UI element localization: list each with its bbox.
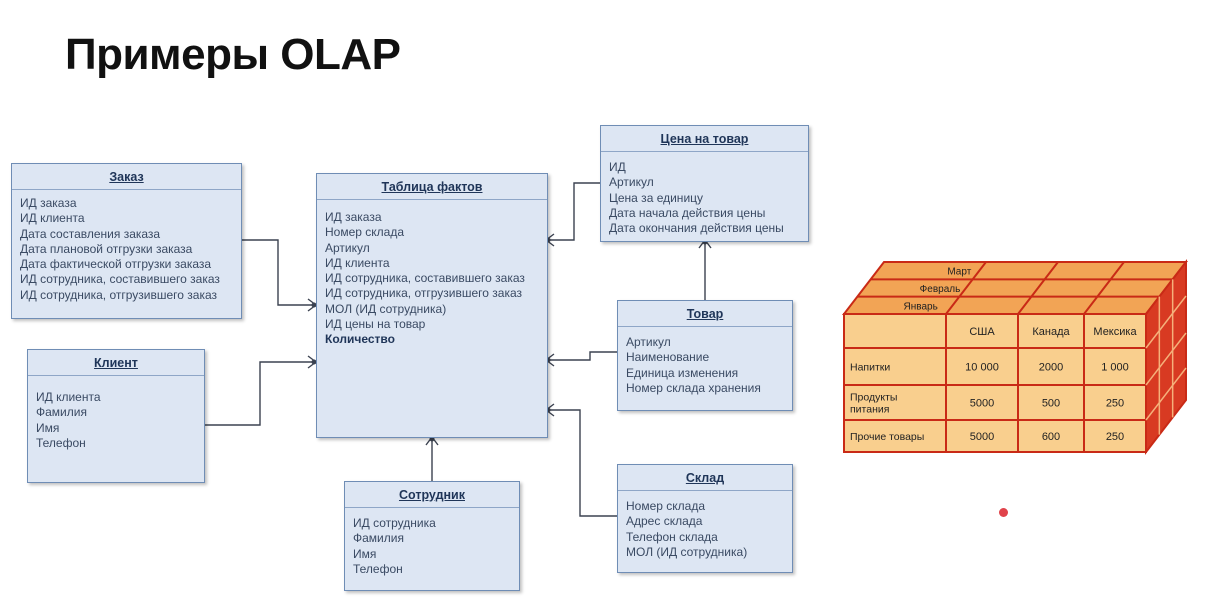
link-warehouse-facts [546,409,617,517]
cube-side-row-line [1145,295,1187,349]
entity-order-field: ИД заказа [20,196,77,210]
entity-employee-field: Имя [353,546,377,561]
entity-facts-field: ИД клиента [325,255,390,270]
cube-row-label: Продукты [850,392,897,404]
entity-client-field: Фамилия [36,405,87,420]
link-product-facts [546,351,617,361]
cube-side-row-line [1145,332,1187,386]
link-order-facts [241,239,316,306]
cube-cell-value: 1 000 [1101,362,1129,374]
entity-warehouse-field: МОЛ (ИД сотрудника) [626,544,748,559]
cube-cell-value: 5000 [970,431,994,443]
entity-client-field: Имя [36,420,60,435]
entity-order-field: Дата составления заказа [20,226,161,241]
entity-price-header: Цена на товар [601,126,808,152]
cube-row-label: Напитки [850,362,890,374]
entity-employee-field: Телефон [353,561,403,576]
entity-facts-field: ИД цены на товар [325,317,426,332]
cube-front-face [843,313,1147,453]
entity-warehouse[interactable]: Склад Номер склада Адрес склада Телефон … [617,464,793,573]
entity-product-header: Товар [618,301,792,327]
cube-top-column-line [945,261,987,315]
entity-warehouse-field: Адрес склада [626,514,703,529]
entity-order-field: Дата фактической отгрузки заказа [20,257,212,272]
entity-order-field: Дата плановой отгрузки заказа [20,241,193,256]
entity-order-field: ИД сотрудника, составившего заказ [20,272,220,287]
cube-cell-value: 5000 [970,398,994,410]
entity-client[interactable]: Клиент ИД клиента Фамилия Имя Телефон [27,349,205,483]
entity-price[interactable]: Цена на товар ИД Артикул Цена за единицу… [600,125,809,242]
entity-client-header: Клиент [28,350,204,376]
cube-column-header: США [969,326,995,338]
entity-facts-header: Таблица фактов [317,174,547,200]
cube-side-row-line [1145,367,1187,421]
cube-row-label: питания [850,404,889,416]
entity-product-field: Единица изменения [626,365,739,380]
entity-client-field: Телефон [36,435,86,450]
entity-facts[interactable]: Таблица фактов ИД заказа Номер склада Ар… [316,173,548,438]
cube-cell-value: 600 [1042,431,1060,443]
entity-facts-measure: Количество [325,332,395,347]
entity-price-field: Дата окончания действия цены [609,221,784,236]
cube-cell-value: 250 [1106,398,1124,410]
cube-top-face [841,261,1189,315]
link-client-facts [204,361,316,426]
cube-cell-value: 10 000 [965,362,999,374]
link-price-facts [546,182,600,241]
cube-top-column-line [1017,261,1059,315]
entity-warehouse-header: Склад [618,465,792,491]
entity-employee-field: ИД сотрудника [353,516,436,530]
entity-product-field: Наименование [626,350,710,365]
entity-client-field: ИД клиента [36,390,101,404]
cube-cell-value: 2000 [1039,362,1063,374]
entity-order-field: ИД клиента [20,211,85,226]
entity-product[interactable]: Товар Артикул Наименование Единица измен… [617,300,793,411]
cube-month-label: Январь [904,301,938,312]
entity-employee[interactable]: Сотрудник ИД сотрудника Фамилия Имя Теле… [344,481,520,591]
entity-employee-header: Сотрудник [345,482,519,508]
entity-price-field: ИД [609,160,626,174]
entity-product-field: Номер склада хранения [626,380,761,395]
cube-column-header: Мексика [1093,326,1137,338]
entity-order-header: Заказ [12,164,241,190]
entity-facts-field: ИД заказа [325,210,382,224]
entity-order[interactable]: Заказ ИД заказа ИД клиента Дата составле… [11,163,242,319]
entity-facts-field: ИД сотрудника, составившего заказ [325,271,525,286]
cube-cell-value: 250 [1106,431,1124,443]
entity-employee-field: Фамилия [353,531,404,546]
entity-facts-field: ИД сотрудника, отгрузившего заказ [325,286,523,301]
entity-price-field: Цена за единицу [609,190,704,205]
entity-facts-field: Номер склада [325,225,405,240]
entity-warehouse-field: Номер склада [626,499,706,513]
entity-facts-field: Артикул [325,240,370,255]
entity-facts-field: МОЛ (ИД сотрудника) [325,301,447,316]
cube-month-label: Март [947,267,971,278]
cube-row-label: Прочие товары [850,431,924,443]
entity-price-field: Дата начала действия цены [609,205,766,220]
entity-product-field: Артикул [626,335,671,349]
cube-column-header: Канада [1032,326,1070,338]
slide-title: Примеры OLAP [65,30,401,79]
cube-top-column-line [1083,261,1125,315]
entity-order-field: ИД сотрудника, отгрузившего заказ [20,287,218,302]
cube-cell-value: 500 [1042,398,1060,410]
cube-month-label: Февраль [920,284,961,295]
entity-warehouse-field: Телефон склада [626,529,718,544]
pointer-dot [999,508,1008,517]
entity-price-field: Артикул [609,175,654,190]
